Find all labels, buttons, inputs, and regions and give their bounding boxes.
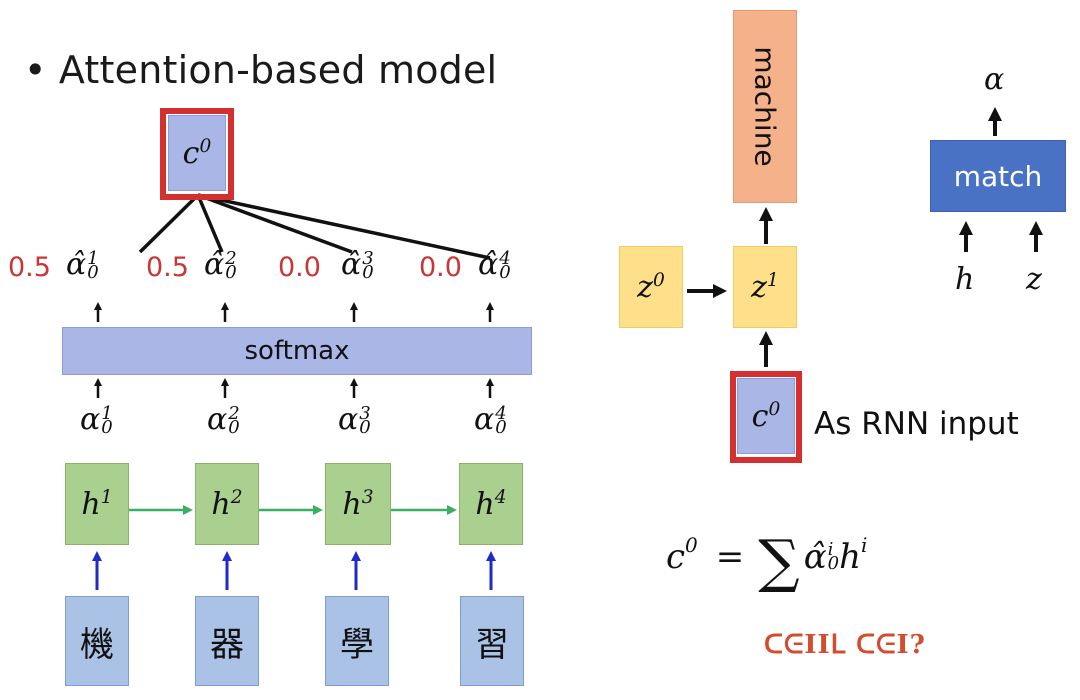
hidden-state-box-3: h3	[325, 463, 391, 545]
title-bullet: •	[24, 48, 47, 92]
c-base: c	[182, 135, 200, 171]
title-text: Attention-based model	[58, 48, 498, 92]
context-vector-highlight	[160, 108, 234, 200]
decoder-state-box-0: z0	[619, 246, 683, 328]
input-char-box-4: 習	[460, 596, 524, 686]
input-char-box-3: 學	[325, 596, 389, 686]
noise-text: ᑕᕮIIᒪ ᑕᕮI?	[764, 630, 926, 660]
c-sup: 0	[199, 135, 212, 157]
softmax-label: softmax	[244, 336, 350, 366]
decoder-state-box-1: z1	[733, 246, 797, 328]
context-vector-box: c0	[168, 115, 226, 191]
context-input-box: c0	[737, 378, 795, 454]
output-word-label: machine	[748, 46, 782, 167]
weight-label-1: 0.5	[8, 252, 51, 283]
input-char-2: 器	[210, 624, 244, 665]
slide-title: • Attention-based model	[24, 48, 497, 92]
input-char-box-2: 器	[195, 596, 259, 686]
input-char-1: 機	[80, 624, 114, 665]
match-output-alpha: α	[984, 62, 1005, 97]
input-char-3: 學	[340, 624, 374, 665]
c0-to-weights-lines	[138, 193, 491, 260]
context-input-highlight	[730, 371, 802, 463]
match-label: match	[953, 159, 1043, 193]
input-char-4: 習	[475, 624, 509, 665]
softmax-layer: softmax	[62, 327, 532, 375]
rnn-input-label: As RNN input	[814, 406, 1019, 442]
softmax-input-arrows	[94, 378, 494, 398]
hidden-state-box-2: h2	[195, 463, 259, 545]
decoder-arrows	[687, 207, 773, 367]
match-arrows	[959, 107, 1043, 252]
weight-label-4: 0.0	[419, 252, 462, 283]
output-word-box: machine	[733, 10, 797, 203]
match-input-z: z	[1026, 262, 1042, 297]
softmax-output-arrows	[94, 302, 494, 322]
input-char-box-1: 機	[65, 596, 129, 686]
hidden-state-box-4: h4	[459, 463, 523, 545]
hidden-state-box-1: h1	[65, 463, 129, 545]
match-function-box: match	[930, 140, 1066, 212]
input-arrows	[92, 551, 496, 590]
match-input-h: h	[955, 262, 975, 297]
weight-label-3: 0.0	[278, 252, 321, 283]
weight-label-2: 0.5	[146, 252, 189, 283]
